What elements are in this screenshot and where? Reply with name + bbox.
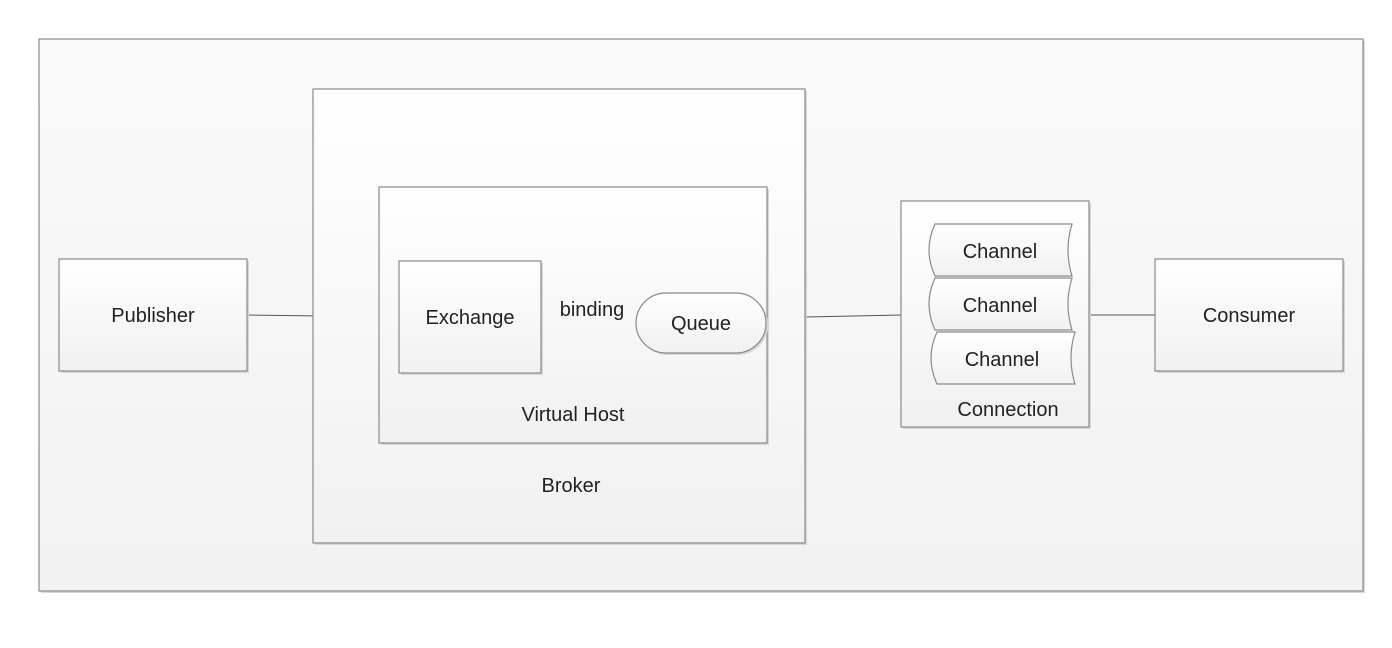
connection-label: Connection (957, 399, 1058, 421)
queue-label: Queue (671, 313, 731, 335)
exchange-label: Exchange (426, 307, 515, 329)
consumer-label: Consumer (1203, 305, 1296, 327)
exchange-box: Exchange (398, 260, 543, 375)
channel-2-label: Channel (963, 295, 1038, 317)
channel-3-label: Channel (965, 349, 1040, 371)
channel-3: Channel (930, 331, 1076, 385)
binding-label: binding (560, 299, 625, 321)
publisher-box: Publisher (58, 258, 249, 373)
virtual-host-label: Virtual Host (521, 404, 624, 426)
publisher-label: Publisher (111, 305, 195, 327)
consumer-box: Consumer (1154, 258, 1345, 373)
channel-1-label: Channel (963, 241, 1038, 263)
channel-2: Channel (928, 277, 1073, 331)
queue-shape: Queue (635, 292, 768, 355)
channel-1: Channel (928, 223, 1073, 277)
broker-label: Broker (542, 475, 601, 497)
connector-broker-connection (804, 314, 902, 318)
